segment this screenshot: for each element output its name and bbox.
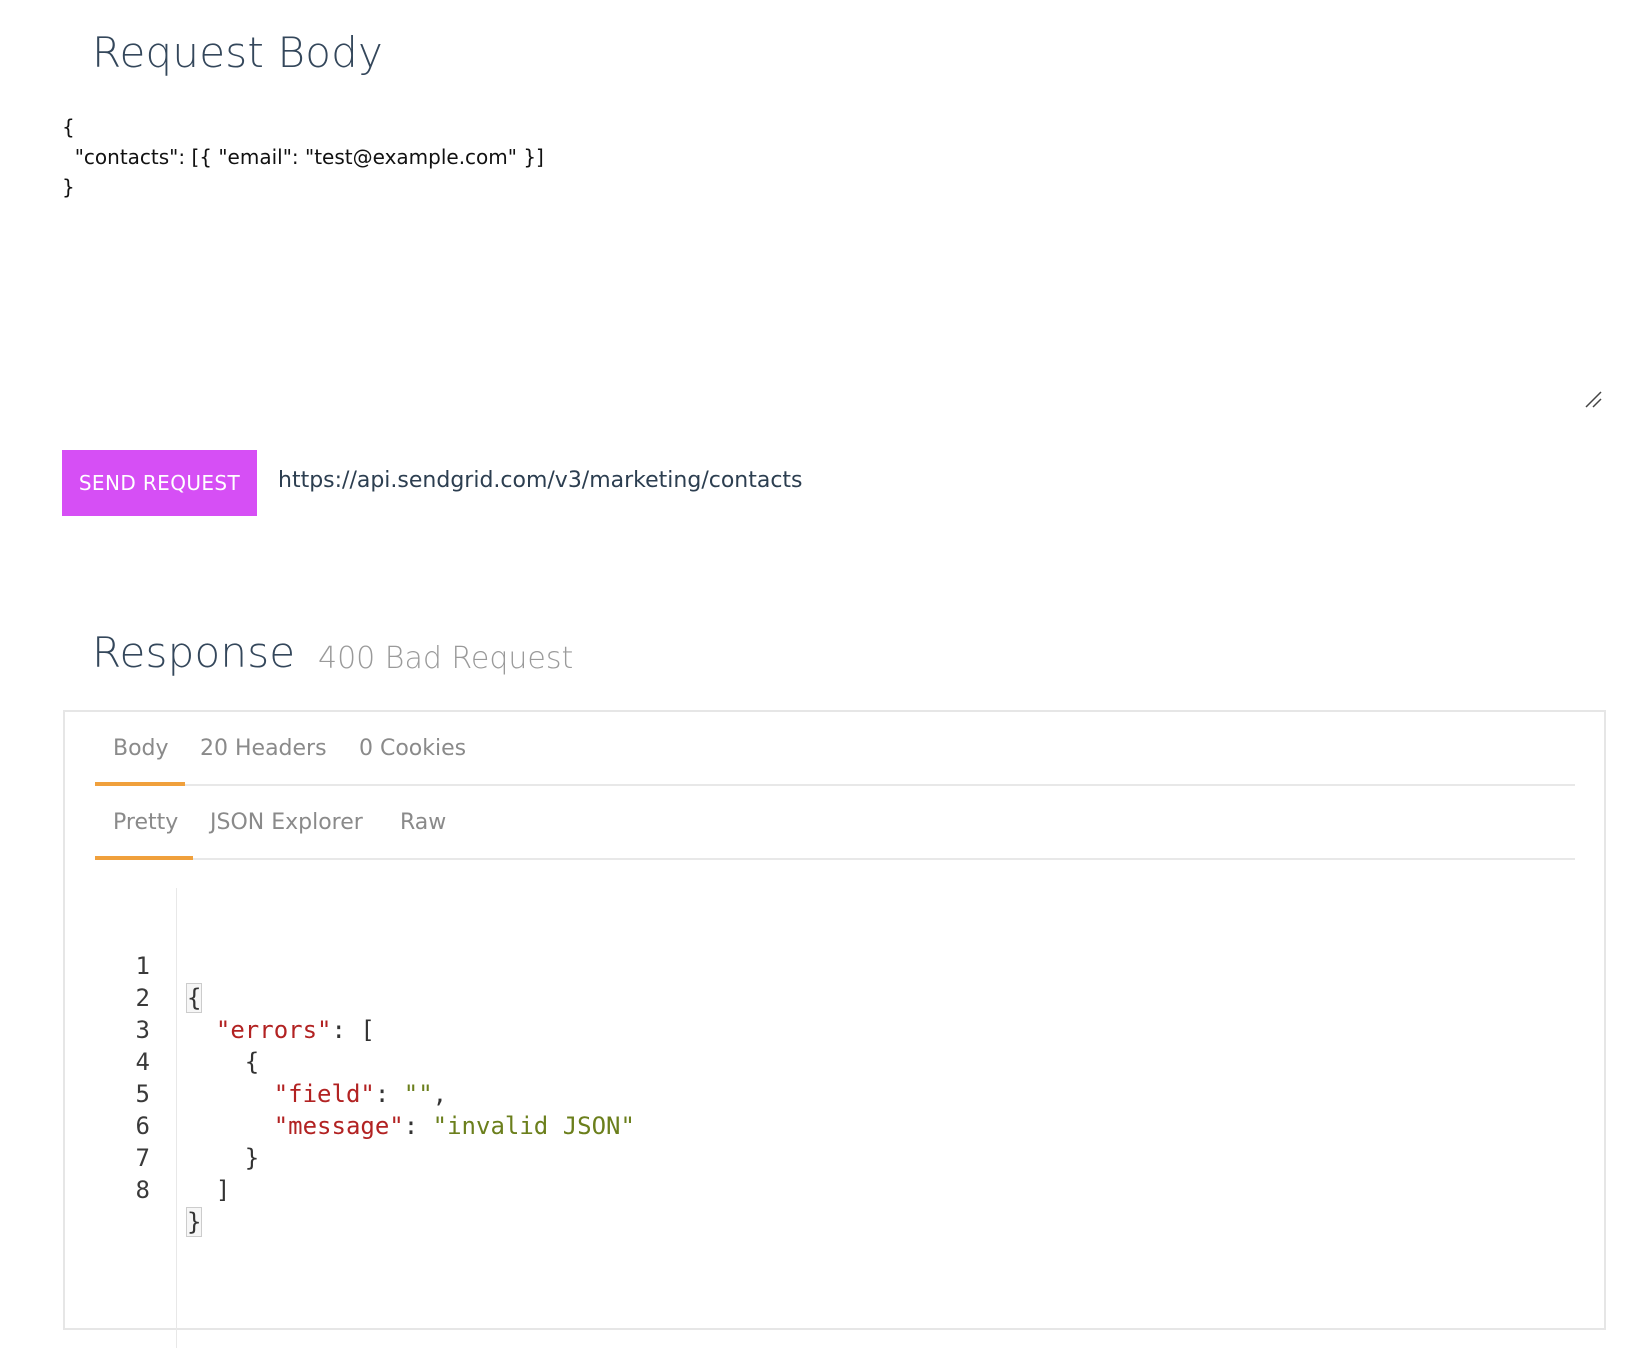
json-brace: }: [185, 1207, 203, 1237]
code-line: 3 {: [65, 982, 1565, 1076]
json-key: "field": [273, 1080, 375, 1108]
response-code-viewer[interactable]: 1 { 2 "errors": [ 3 { 4 "field": "", 5 "…: [65, 918, 1565, 1237]
active-tab-indicator: [95, 782, 185, 786]
code-line: 8 }: [65, 1142, 1565, 1237]
tab-headers[interactable]: 20 Headers: [200, 736, 327, 761]
json-key: "errors": [215, 1016, 332, 1044]
tab-pretty[interactable]: Pretty: [113, 810, 179, 835]
response-panel: Body 20 Headers 0 Cookies Pretty JSON Ex…: [63, 710, 1606, 1348]
code-line: 2 "errors": [: [65, 950, 1565, 1044]
tab-body[interactable]: Body: [113, 736, 169, 761]
request-body-title: Request Body: [92, 28, 384, 77]
line-number: 4: [135, 1048, 150, 1076]
code-line: 4 "field": "",: [65, 1014, 1565, 1108]
view-tab-divider: [95, 858, 1575, 860]
json-punct: : [: [331, 1016, 375, 1044]
json-punct: ,: [432, 1080, 448, 1108]
json-punct: :: [403, 1112, 433, 1140]
json-brace: {: [244, 1048, 260, 1076]
line-number: 5: [135, 1080, 150, 1108]
resize-handle-icon[interactable]: [1584, 390, 1602, 408]
code-line: 5 "message": "invalid JSON": [65, 1046, 1565, 1140]
request-body-editor[interactable]: { "contacts": [{ "email": "test@example.…: [62, 112, 1602, 408]
code-line: 7 ]: [65, 1110, 1565, 1204]
line-number: 7: [135, 1144, 150, 1172]
line-number: 3: [135, 1016, 150, 1044]
json-bracket: ]: [215, 1176, 231, 1204]
endpoint-url: https://api.sendgrid.com/v3/marketing/co…: [278, 468, 803, 493]
line-number: 6: [135, 1112, 150, 1140]
api-explorer-page: Request Body { "contacts": [{ "email": "…: [62, 28, 1606, 1348]
json-string: "": [403, 1080, 433, 1108]
json-brace: {: [185, 983, 203, 1013]
tab-json-explorer[interactable]: JSON Explorer: [210, 810, 363, 835]
response-status: 400 Bad Request: [318, 641, 574, 676]
code-line: 1 {: [65, 918, 1565, 1013]
code-gutter-divider: [176, 888, 177, 1348]
line-number: 1: [135, 952, 150, 980]
response-title: Response: [92, 628, 296, 677]
json-string: "invalid JSON": [432, 1112, 635, 1140]
tab-raw[interactable]: Raw: [400, 810, 447, 835]
active-view-tab-indicator: [95, 856, 193, 860]
json-key: "message": [273, 1112, 404, 1140]
send-request-button[interactable]: SEND REQUEST: [62, 450, 257, 516]
json-punct: :: [374, 1080, 404, 1108]
json-brace: }: [244, 1144, 260, 1172]
line-number: 2: [135, 984, 150, 1012]
line-number: 8: [135, 1176, 150, 1204]
tab-divider: [95, 784, 1575, 786]
request-body-text[interactable]: { "contacts": [{ "email": "test@example.…: [62, 115, 544, 199]
tab-cookies[interactable]: 0 Cookies: [359, 736, 467, 761]
code-line: 6 }: [65, 1078, 1565, 1172]
